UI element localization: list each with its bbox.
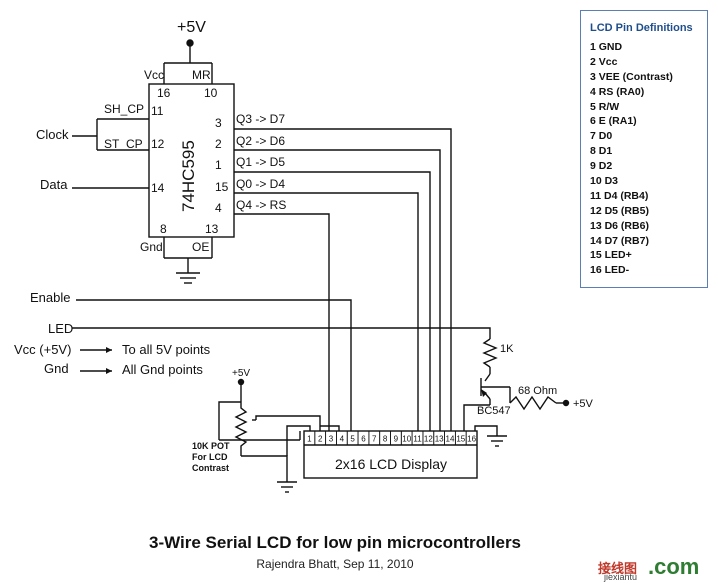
chip-name-label: 74HC595 [179, 140, 198, 212]
pot-label-line3: Contrast [192, 463, 229, 473]
legend-list: 1 GND 2 Vcc 3 VEE (Contrast) 4 RS (RA0) … [590, 40, 707, 278]
clock-label: Clock [36, 127, 69, 142]
lcd-pin-number: 15 [456, 435, 465, 444]
enable-label: Enable [30, 290, 70, 305]
chip-pin8: 8 [160, 222, 167, 236]
gnd-label: Gnd [44, 361, 69, 376]
chip-74hc595-body [148, 83, 235, 238]
lcd-pin-number: 2 [318, 435, 323, 444]
legend-item: 2 Vcc [590, 55, 618, 68]
legend-item: 1 GND [590, 41, 623, 53]
watermark-com-text: .com [648, 554, 700, 579]
lcd-pin-number: 7 [372, 435, 377, 444]
chip-pin3: 3 [215, 116, 222, 130]
legend-item: 3 VEE (Contrast) [590, 70, 673, 83]
chip-pin1: 1 [215, 158, 222, 172]
legend-item: 8 D1 [590, 145, 613, 158]
legend-item: 13 D6 (RB6) [590, 219, 649, 232]
site-watermark: 接线图 .com jiexiantu [598, 554, 716, 584]
lcd-pin-number: 11 [413, 435, 422, 444]
legend-item: 11 D4 (RB4) [590, 189, 649, 202]
caption-subtitle: Rajendra Bhatt, Sep 11, 2010 [256, 557, 414, 571]
chip-st-cp-label: ST_CP [104, 137, 143, 151]
lcd-pin-number: 13 [435, 435, 444, 444]
legend-item: 15 LED+ [590, 249, 632, 262]
supply-top-label: +5V [177, 19, 206, 36]
q3-label: Q3 -> D7 [236, 112, 285, 126]
lcd-pin-number: 16 [467, 435, 476, 444]
chip-pin13: 13 [205, 222, 219, 236]
legend-item: 14 D7 (RB7) [590, 234, 649, 247]
data-label: Data [40, 177, 68, 192]
q1-label: Q1 -> D5 [236, 155, 285, 169]
legend-item: 9 D2 [590, 160, 613, 173]
chip-pin11: 11 [151, 104, 164, 118]
pot-supply-label: +5V [232, 368, 250, 379]
lcd-pin-number: 10 [402, 435, 411, 444]
pot-label-line1: 10K POT [192, 441, 230, 451]
supply-right-label: +5V [573, 398, 594, 410]
lcd-pin-number: 3 [329, 435, 334, 444]
watermark-cn-text: 接线图 [598, 562, 638, 577]
chip-pin12: 12 [151, 137, 165, 151]
legend-item: 7 D0 [590, 130, 613, 143]
lcd-pin-definitions-panel: LCD Pin Definitions 1 GND 2 Vcc 3 VEE (C… [580, 10, 708, 288]
chip-sh-cp-label: SH_CP [104, 102, 144, 116]
lcd-pin-number: 6 [361, 435, 366, 444]
transistor-label: BC547 [477, 405, 511, 417]
q0-label: Q0 -> D4 [236, 177, 285, 191]
legend-item: 6 E (RA1) [590, 115, 637, 128]
lcd-label: 2x16 LCD Display [335, 456, 447, 472]
q2-label: Q2 -> D6 [236, 134, 285, 148]
chip-pin2: 2 [215, 137, 222, 151]
watermark-en-text: jiexiantu [604, 572, 638, 582]
chip-pin10: 10 [204, 86, 218, 100]
resistor-1k-label: 1K [500, 343, 514, 355]
legend-item: 5 R/W [590, 100, 620, 113]
chip-pin16: 16 [157, 86, 171, 100]
legend-item: 10 D3 [590, 175, 619, 188]
chip-vcc-label: Vcc [144, 68, 164, 82]
chip-pin4: 4 [215, 201, 222, 215]
resistor-68-label: 68 Ohm [518, 385, 557, 397]
lcd-pin-cell [465, 430, 478, 446]
legend-item: 4 RS (RA0) [590, 85, 645, 98]
chip-pin14: 14 [151, 181, 165, 195]
lcd-pin-number: 1 [307, 435, 312, 444]
lcd-pin-number: 14 [446, 435, 455, 444]
chip-pin15: 15 [215, 180, 229, 194]
vcc-label: Vcc (+5V) [14, 342, 71, 357]
lcd-pin-number: 5 [350, 435, 355, 444]
chip-gnd-label: Gnd [140, 240, 163, 254]
pot-label-line2: For LCD [192, 452, 228, 462]
led-label: LED [48, 321, 73, 336]
gnd-note: All Gnd points [122, 362, 203, 377]
legend-item: 12 D5 (RB5) [590, 204, 649, 217]
lcd-pin-number: 9 [394, 435, 399, 444]
lcd-pin-number: 12 [424, 435, 433, 444]
lcd-pin-number: 8 [383, 435, 388, 444]
q4-label: Q4 -> RS [236, 198, 286, 212]
legend-item: 16 LED- [590, 264, 630, 277]
vcc-note: To all 5V points [122, 342, 211, 357]
caption-title: 3-Wire Serial LCD for low pin microcontr… [148, 533, 522, 552]
legend-title: LCD Pin Definitions [590, 22, 693, 34]
chip-oe-label: OE [192, 240, 209, 254]
lcd-pin-number: 4 [340, 435, 345, 444]
chip-mr-label: MR [192, 68, 211, 82]
